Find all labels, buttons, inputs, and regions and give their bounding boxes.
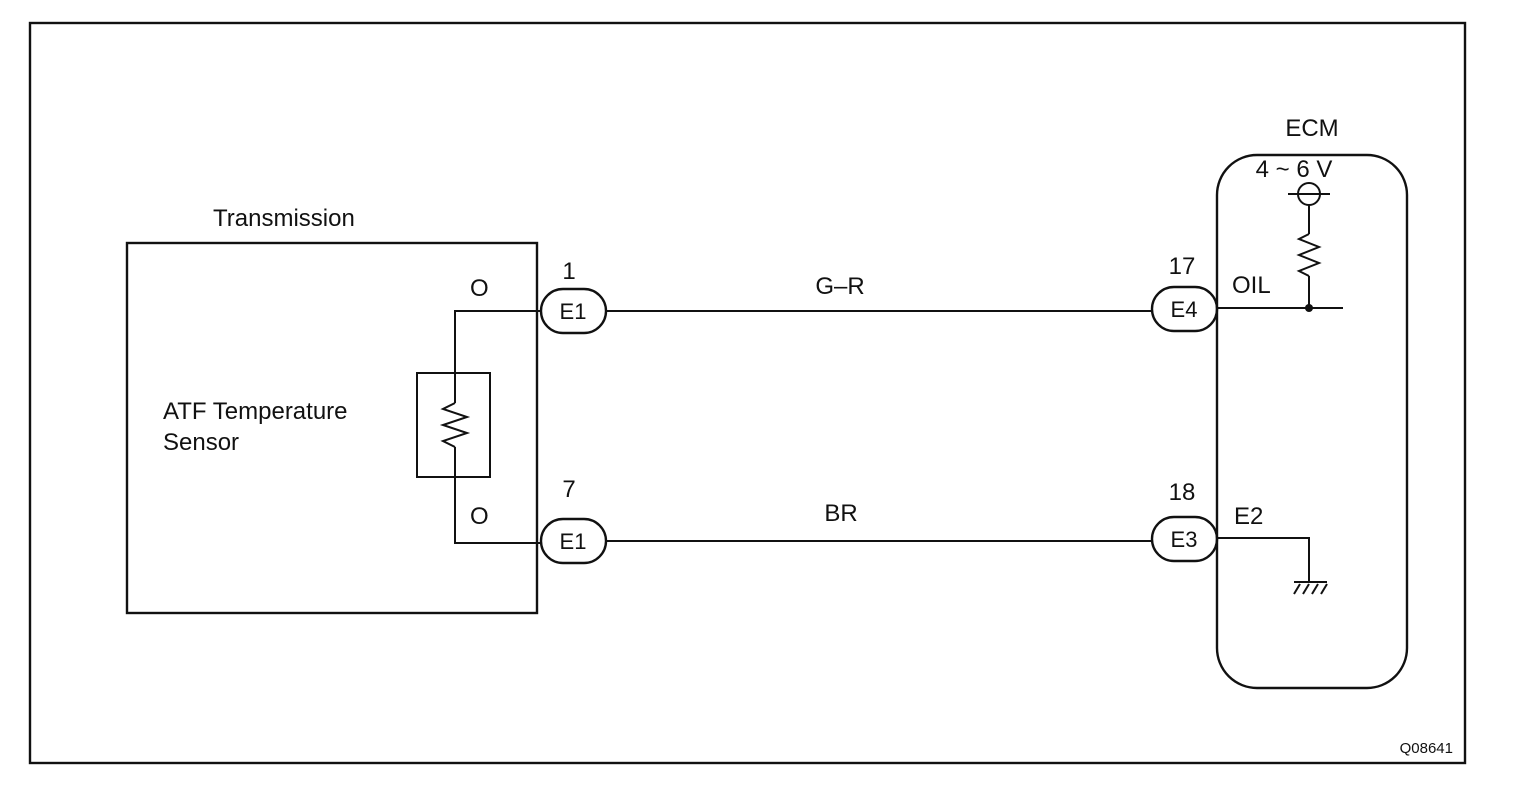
terminal-bottom-mark: O (470, 503, 489, 530)
connector-right-top-code: E4 (1171, 297, 1198, 322)
ecm-box (1215, 153, 1409, 690)
sensor-label-line2: Sensor (163, 429, 239, 456)
connector-left-bottom-code: E1 (560, 529, 587, 554)
e2-ground-wire (1217, 537, 1310, 582)
transmission-box (125, 241, 539, 615)
connector-left-top-code: E1 (560, 299, 587, 324)
sensor-label-line1: ATF Temperature (163, 398, 348, 425)
sensor-resistor-box (416, 372, 491, 478)
connector-right-bottom-pin: 18 (1169, 479, 1196, 506)
ecm-pin-oil: OIL (1232, 272, 1271, 299)
pullup-resistor-zigzag (1296, 233, 1322, 277)
connector-left-bottom-pin: 7 (562, 476, 575, 503)
terminal-top-mark: O (470, 275, 489, 302)
connector-right-top-pin: 17 (1169, 253, 1196, 280)
ground-icon (1293, 583, 1328, 595)
ecm-pin-e2: E2 (1234, 503, 1263, 530)
connector-left-top-pin: 1 (562, 258, 575, 285)
sensor-resistor-zigzag (439, 402, 471, 448)
sensor-top-wire (454, 310, 542, 403)
wire-bottom-color: BR (824, 500, 857, 527)
sensor-bottom-wire (454, 447, 542, 544)
transmission-label: Transmission (213, 205, 355, 232)
connector-right-bottom-code: E3 (1171, 527, 1198, 552)
ecm-voltage: 4 ~ 6 V (1256, 156, 1333, 183)
outer-frame (28, 21, 1467, 765)
figure-code: Q08641 (1400, 740, 1453, 757)
ecm-label: ECM (1285, 115, 1338, 142)
wire-top-color: G–R (815, 273, 864, 300)
junction-dot (1305, 304, 1313, 312)
